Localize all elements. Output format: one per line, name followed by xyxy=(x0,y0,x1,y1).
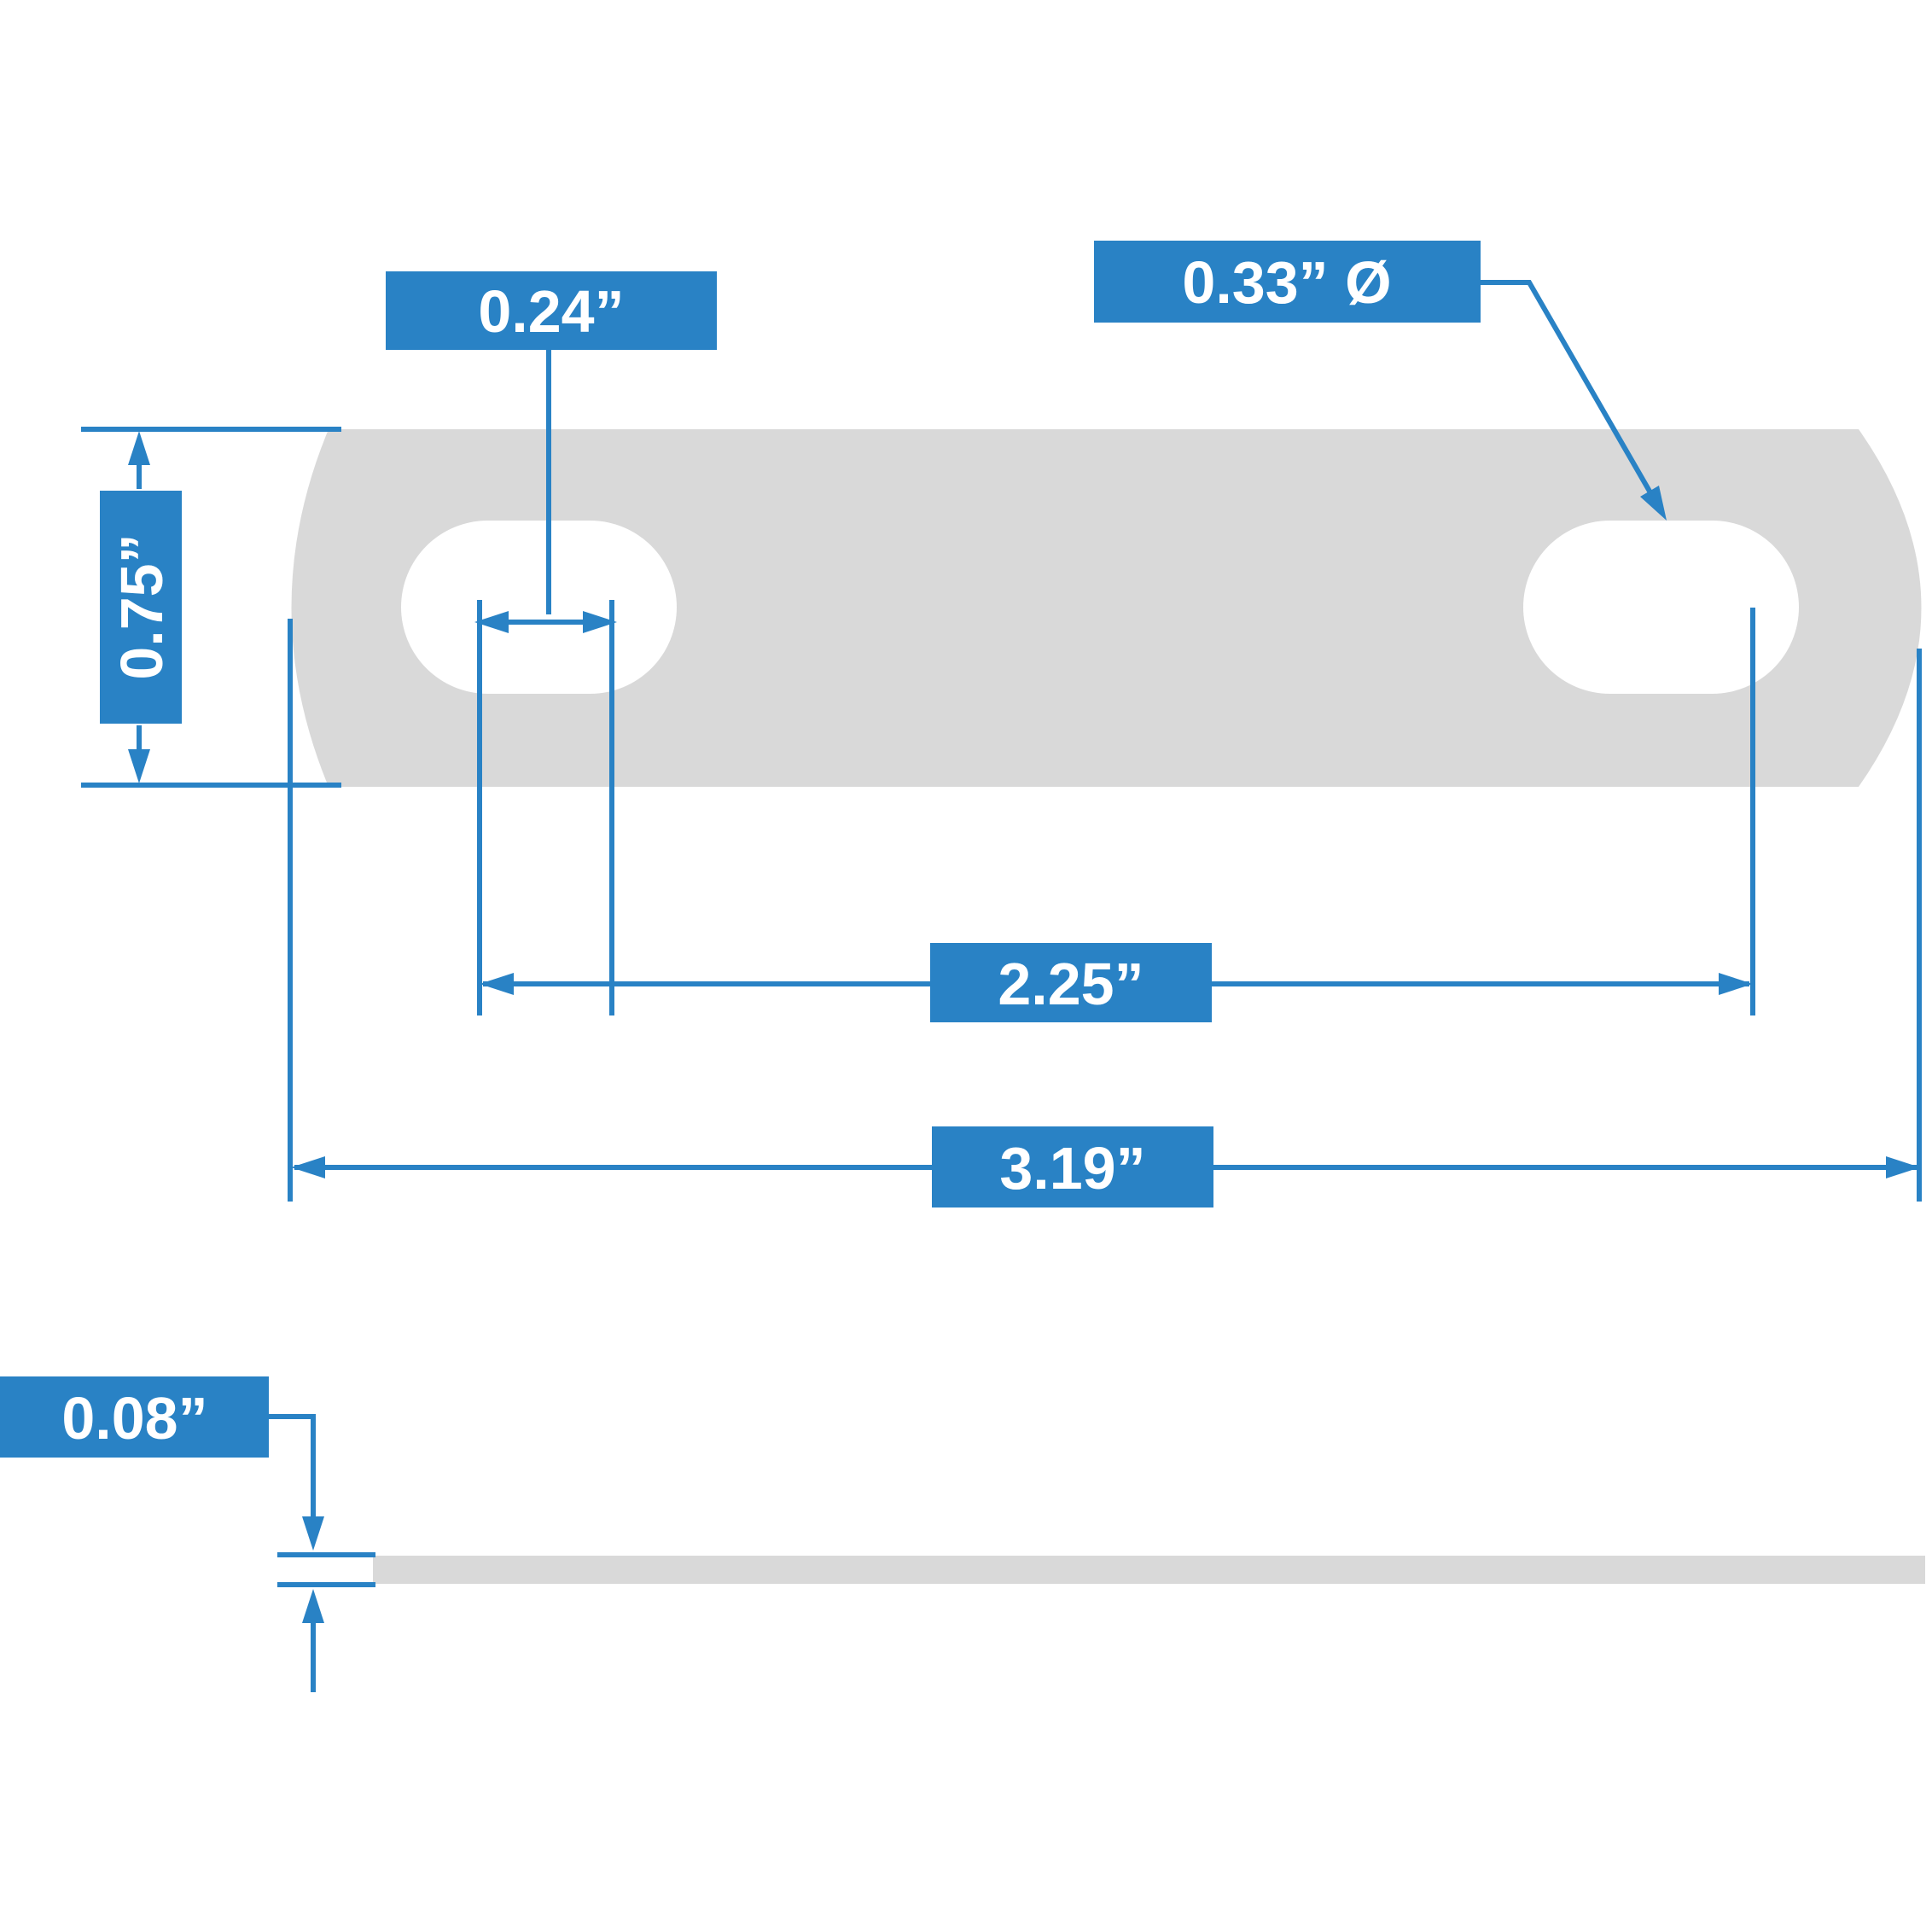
slot-width-label-box xyxy=(386,271,717,350)
plate-outline xyxy=(291,429,1922,787)
arrowhead-down xyxy=(302,1516,324,1551)
arrowhead-down xyxy=(128,749,150,783)
arrowhead-left xyxy=(474,611,509,633)
plate-side-view xyxy=(373,1556,1925,1584)
leader-line xyxy=(269,1414,316,1521)
hole-spacing-label-box xyxy=(930,943,1212,1022)
arrowhead-right xyxy=(1719,973,1753,995)
arrowhead-up xyxy=(302,1589,324,1623)
arrowhead-leader xyxy=(1640,486,1667,521)
thickness-label: 0.08” xyxy=(61,1385,207,1452)
dimension-hole-spacing: 2.25” xyxy=(480,608,1755,1022)
hole-diameter-label-box xyxy=(1094,241,1481,323)
right-slot-hole xyxy=(1523,521,1799,694)
dimension-thickness: 0.08” xyxy=(0,1376,375,1692)
dimension-hole-diameter: 0.33” Ø xyxy=(1094,241,1667,521)
dimension-strap-width: 0.75” xyxy=(81,427,341,788)
side-view-strip xyxy=(373,1556,1925,1584)
arrowhead-left xyxy=(291,1156,325,1178)
thickness-label-box xyxy=(0,1376,269,1458)
strap-width-label: 0.75” xyxy=(108,533,175,679)
arrowhead-right xyxy=(583,611,617,633)
slot-width-label: 0.24” xyxy=(478,278,624,345)
left-slot-hole xyxy=(401,521,677,694)
overall-length-label: 3.19” xyxy=(999,1135,1145,1202)
arrowhead-right xyxy=(1886,1156,1920,1178)
arrowhead-left xyxy=(480,973,514,995)
strap-width-label-box xyxy=(100,491,182,724)
leader-line xyxy=(1481,280,1657,502)
dimension-slot-width: 0.24” xyxy=(386,271,717,1015)
plate-top-view xyxy=(291,429,1922,787)
overall-length-label-box xyxy=(932,1126,1213,1208)
dimension-overall-length: 3.19” xyxy=(288,619,1922,1208)
hole-diameter-label: 0.33” Ø xyxy=(1182,249,1391,316)
arrowhead-up xyxy=(128,431,150,465)
hole-spacing-label: 2.25” xyxy=(998,951,1143,1017)
